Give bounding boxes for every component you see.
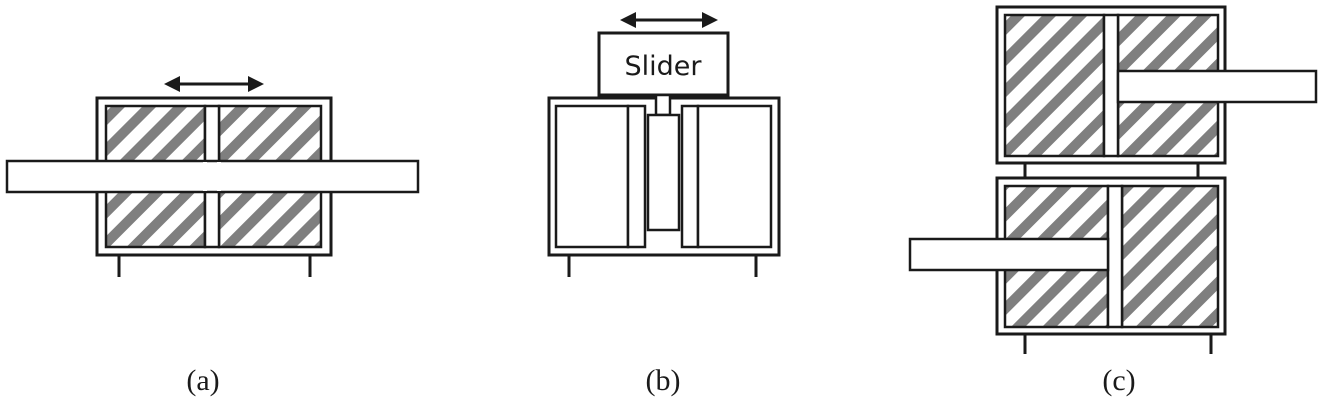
panel-c: (c): [908, 5, 1318, 397]
dielectric-top-left: [1003, 13, 1106, 158]
center-plate-bottom: [1106, 184, 1124, 329]
rod-top: [1116, 69, 1318, 104]
plate-right: [680, 104, 700, 249]
sliding-rod: [5, 159, 420, 194]
slider-stem: [654, 93, 672, 117]
double-arrow-icon: [164, 76, 264, 92]
center-plate-top: [1102, 13, 1120, 158]
caption-b: (b): [646, 364, 681, 397]
electrode-right: [696, 104, 773, 249]
electrode-left: [554, 104, 630, 249]
panel-b: Slider (b): [547, 12, 781, 397]
caption-a: (a): [186, 364, 219, 397]
panel-a: (a): [5, 76, 420, 397]
double-arrow-icon: [620, 12, 718, 28]
dielectric-bottom-right: [1120, 184, 1220, 329]
slider-label: Slider: [625, 51, 703, 82]
rod-bottom: [908, 237, 1110, 272]
caption-c: (c): [1102, 364, 1135, 397]
moving-plate: [646, 113, 681, 232]
plate-left: [626, 104, 647, 249]
